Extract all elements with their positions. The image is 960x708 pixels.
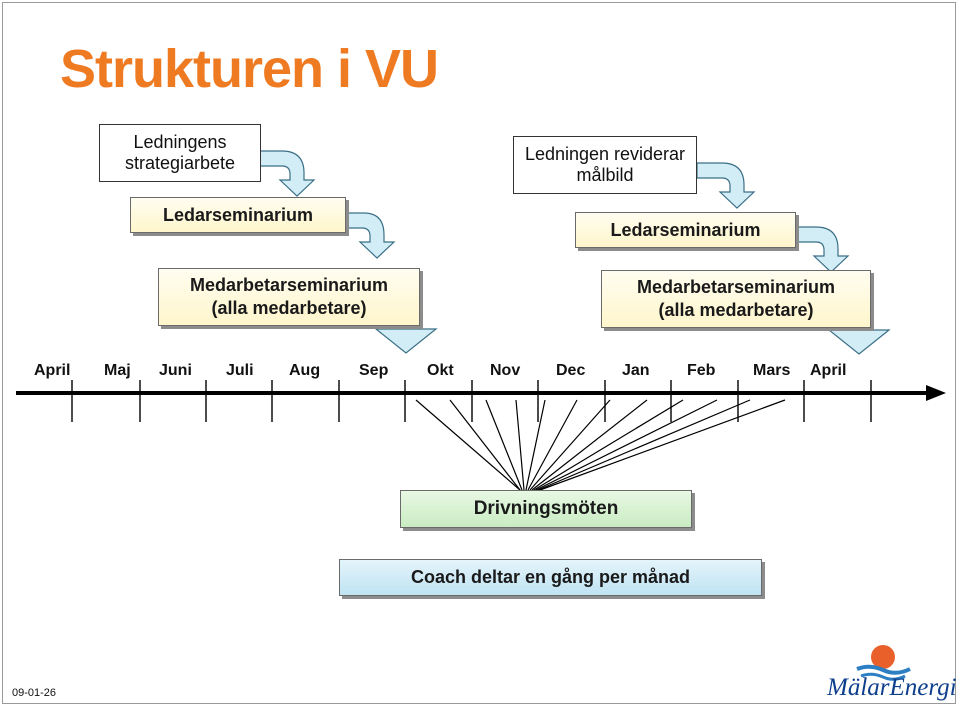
month-label: Aug (289, 362, 321, 379)
timeline-ticks (71, 380, 872, 422)
staff-seminar-sublabel-2: (alla medarbetare) (658, 300, 814, 320)
coach-box: Coach deltar en gång per månad (339, 559, 762, 596)
month-label: Nov (490, 362, 521, 379)
curved-arrow-icon (259, 150, 316, 197)
revise-label: Ledningen reviderar målbild (524, 144, 686, 185)
month-label: Juli (226, 362, 254, 379)
curved-arrow-icon (795, 226, 850, 273)
curved-arrow-icon (696, 162, 756, 209)
staff-seminar-sublabel-1: (alla medarbetare) (211, 298, 367, 318)
curved-arrow-icon (345, 212, 396, 259)
leader-seminar-label-1: Ledarseminarium (162, 204, 314, 225)
month-label: Feb (687, 362, 716, 379)
down-arrow-icon (827, 329, 891, 355)
meetings-box: Drivningsmöten (400, 490, 692, 528)
leader-seminar-box-2: Ledarseminarium (575, 212, 796, 248)
staff-seminar-box-1: Medarbetarseminarium (alla medarbetare) (158, 268, 420, 326)
strategy-label: Ledningens strategiarbete (124, 132, 236, 173)
month-label: Jan (622, 362, 650, 379)
timeline-arrowhead-icon (926, 385, 946, 401)
month-label: Okt (427, 362, 454, 379)
month-label: Maj (104, 362, 131, 379)
coach-label: Coach deltar en gång per månad (410, 567, 691, 587)
logo-text: MälarEnergi (827, 674, 957, 701)
leader-seminar-label-2: Ledarseminarium (610, 219, 761, 240)
staff-seminar-label-1: Medarbetarseminarium (189, 275, 389, 295)
month-label: Mars (753, 362, 791, 379)
month-label: Dec (556, 362, 586, 379)
meetings-label: Drivningsmöten (473, 498, 619, 519)
staff-seminar-box-2: Medarbetarseminarium (alla medarbetare) (601, 270, 871, 328)
month-label: Juni (159, 362, 192, 379)
month-label: Sep (359, 362, 389, 379)
meeting-lines (415, 399, 786, 491)
slide-title: Strukturen i VU (60, 39, 439, 99)
slide-date: 09-01-26 (12, 687, 57, 699)
month-label: April (34, 362, 71, 379)
revise-box: Ledningen reviderar målbild (513, 136, 697, 194)
down-arrow-icon (374, 328, 438, 354)
month-label: April (810, 362, 847, 379)
leader-seminar-box-1: Ledarseminarium (130, 197, 346, 233)
staff-seminar-label-2: Medarbetarseminarium (636, 277, 836, 297)
strategy-box: Ledningens strategiarbete (99, 124, 261, 182)
